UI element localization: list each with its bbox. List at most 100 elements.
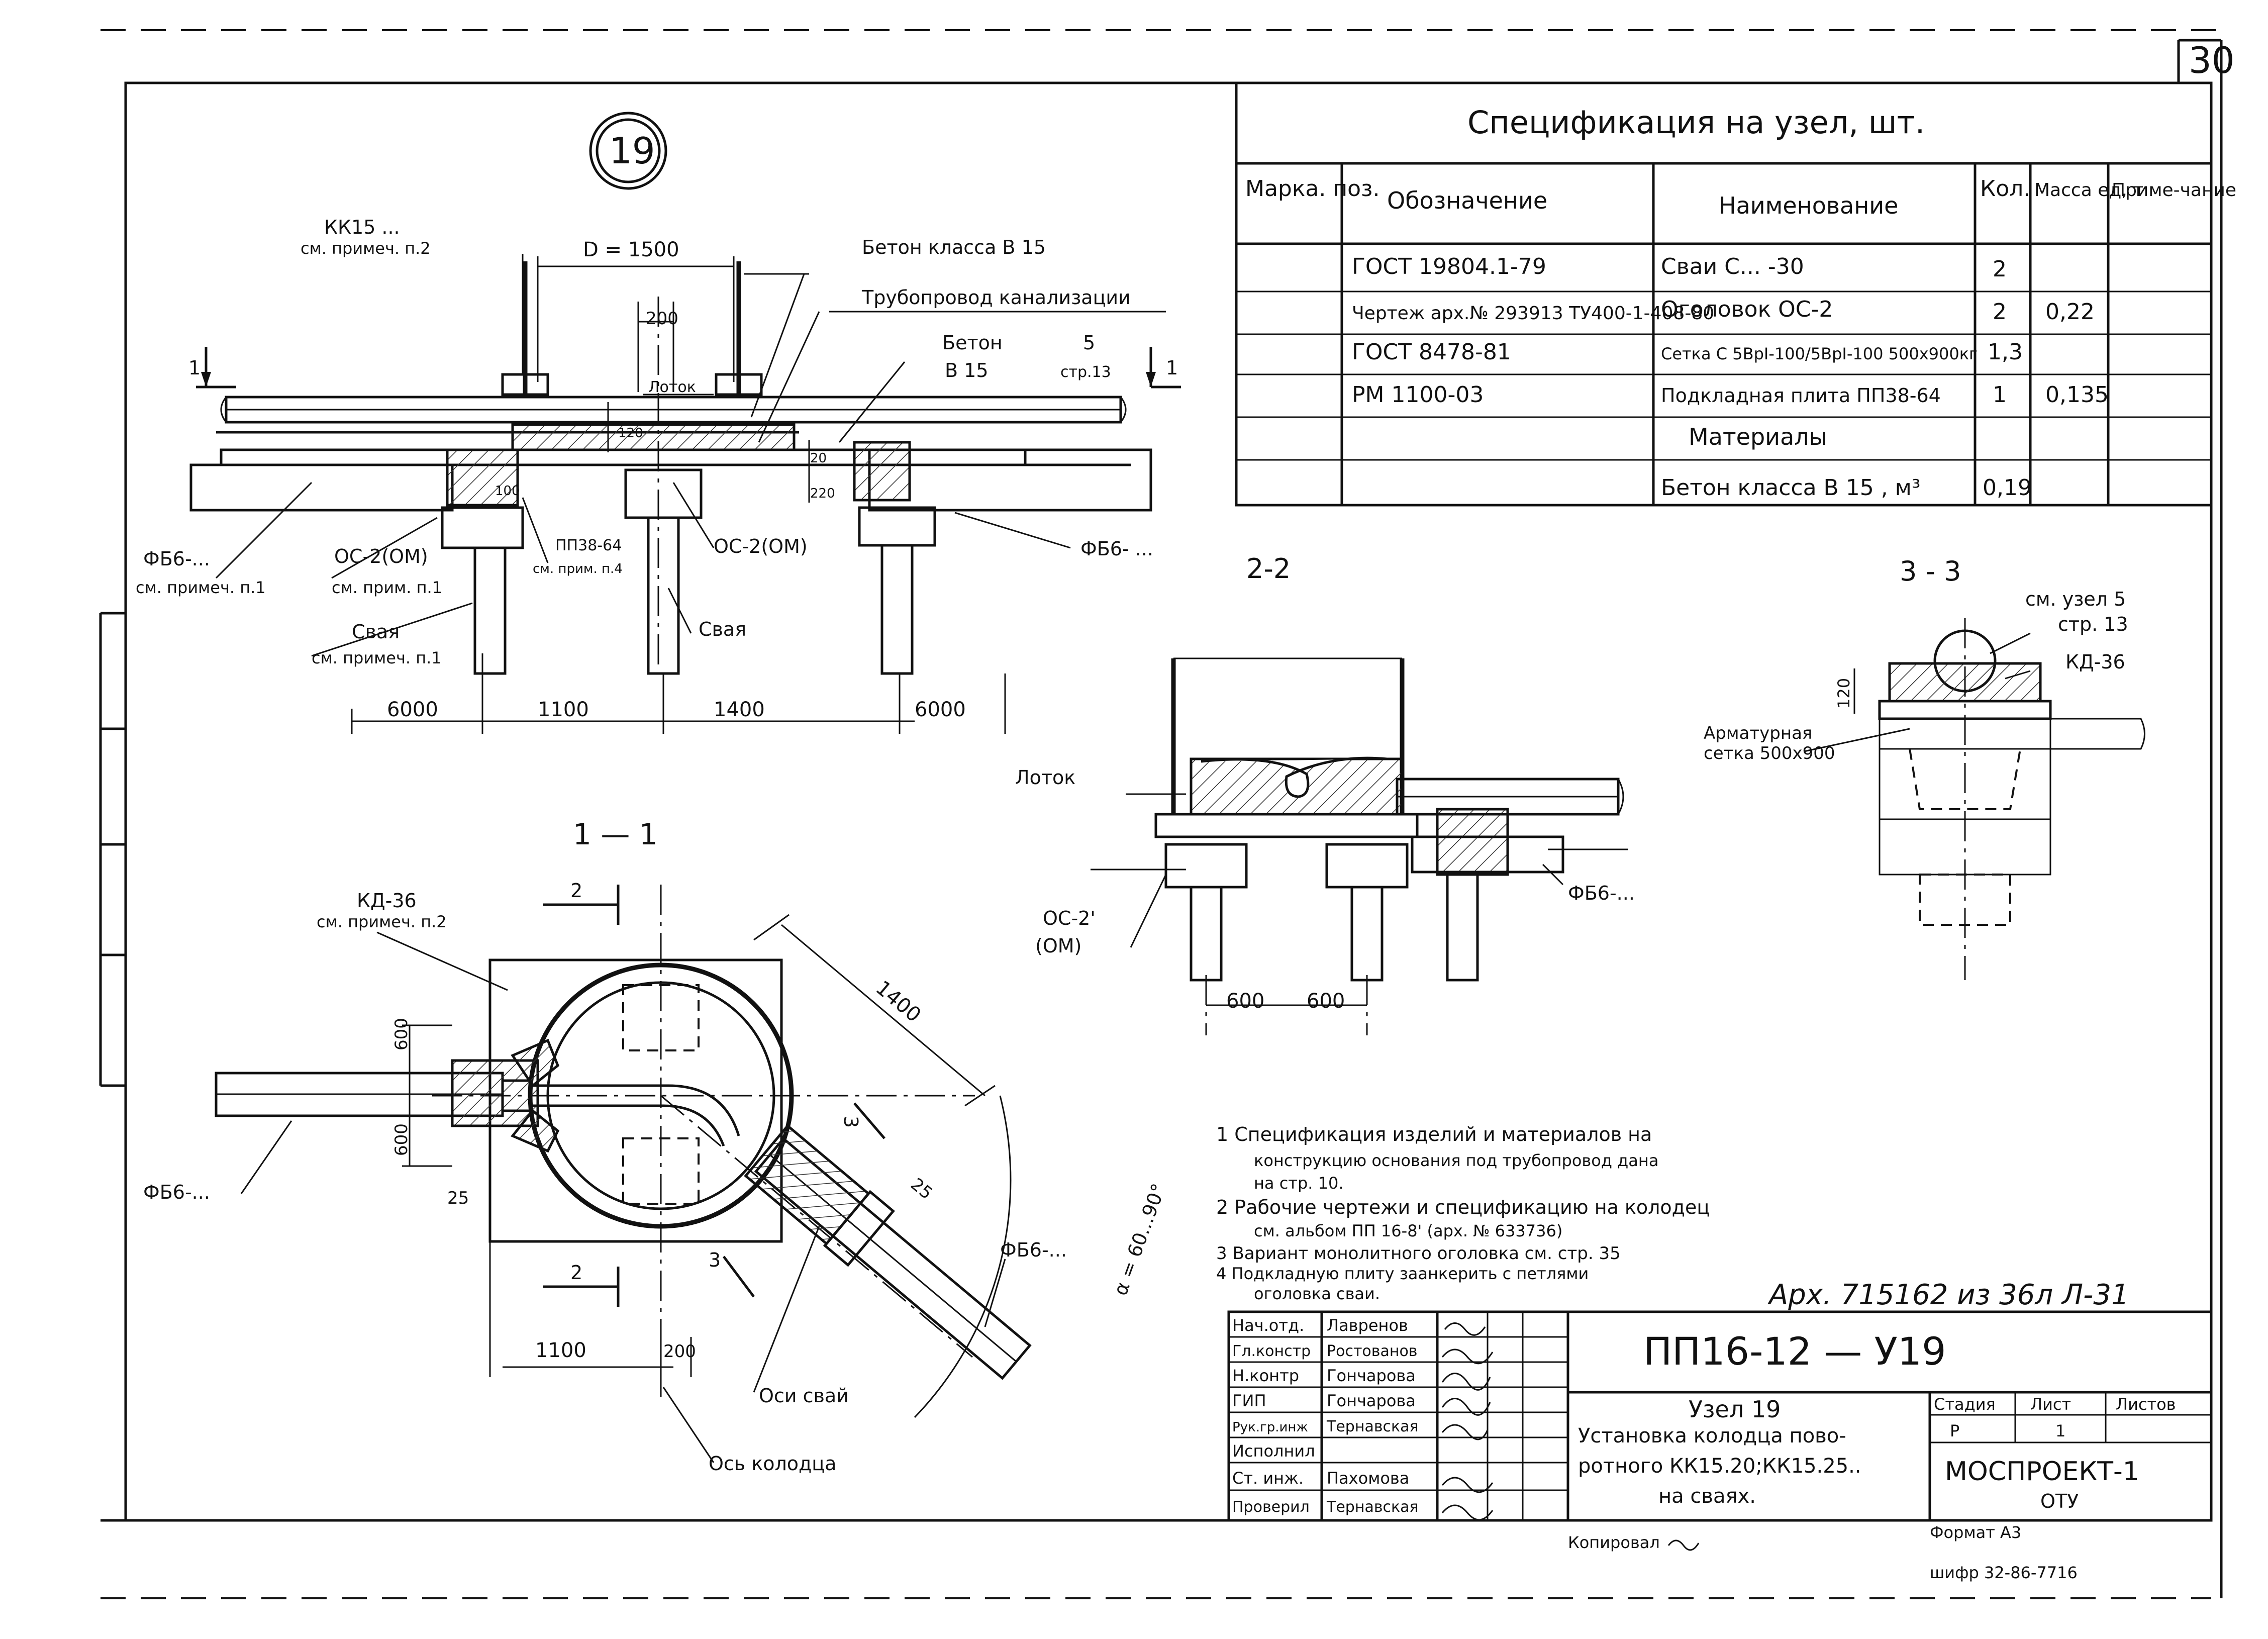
spec-row-4-qty: 1 (1993, 382, 2007, 408)
note-1-line-1: 1 Спецификация изделий и материалов на (1216, 1123, 1652, 1145)
dim-220: 220 (810, 486, 835, 501)
note-4-line-1: 4 Подкладную плиту заанкерить с петлями (1216, 1264, 1589, 1283)
signer-name-8: Тернавская (1326, 1498, 1419, 1516)
dim-1100-plan: 1100 (535, 1339, 586, 1362)
description-line-2: ротного КК15.20;КК15.25.. (1578, 1455, 1861, 1478)
spec-header-designation: Обозначение (1387, 187, 1547, 214)
label-well-axis: Ось колодца (709, 1453, 836, 1475)
label-ref5: 5 (1083, 332, 1095, 354)
signature-2 (1441, 1348, 1494, 1365)
dim-600-section-a: 600 (1226, 990, 1264, 1013)
spec-header-name: Наименование (1719, 192, 1898, 219)
note-4-line-2: оголовка сваи. (1254, 1284, 1380, 1303)
stage-label: Стадия (1934, 1395, 1996, 1414)
spec-row-3-qty: 1,3 (1988, 339, 2023, 365)
signature-3 (1441, 1373, 1491, 1391)
label-mesh-size: сетка 500х900 (1704, 743, 1835, 763)
label-pile-left: Свая (352, 621, 400, 643)
label-lotok-section: Лоток (1015, 766, 1075, 789)
binding-tabs (99, 612, 126, 1087)
note-1-line-3: на стр. 10. (1254, 1174, 1343, 1193)
dim-100: 100 (495, 484, 520, 499)
signer-role-2: Гл.констр (1232, 1342, 1311, 1360)
signer-name-5: Тернавская (1326, 1418, 1419, 1435)
dim-25-right: 25 (907, 1174, 936, 1203)
label-os2-prime: ОС-2' (1043, 907, 1096, 929)
signer-role-1: Нач.отд. (1232, 1316, 1304, 1335)
spec-row-2-qty: 2 (1993, 299, 2007, 325)
spec-row-2-designation: Чертеж арх.№ 293913 ТУ400-1-408-80 (1352, 303, 1714, 324)
signer-name-7: Пахомова (1327, 1469, 1409, 1488)
label-angle: α = 60...90° (1109, 1181, 1170, 1298)
dim-6000-left: 6000 (387, 698, 438, 721)
spec-header-mass: Масса ед, т (2034, 180, 2143, 201)
sheets-label: Листов (2116, 1395, 2176, 1414)
signer-role-5: Рук.гр.инж (1232, 1420, 1308, 1435)
label-kd36-section: КД-36 (2065, 651, 2125, 673)
spec-row-1-qty: 2 (1993, 256, 2007, 282)
spec-row-4-designation: РМ 1100-03 (1352, 382, 1484, 408)
note-2-line-2: см. альбом ПП 16-8' (арх. № 633736) (1254, 1221, 1562, 1240)
spec-header-note: Приме-чание (2112, 180, 2236, 201)
signer-name-2: Ростованов (1327, 1342, 1417, 1360)
note-3: 3 Вариант монолитного оголовка см. стр. … (1216, 1243, 1621, 1264)
signature-5 (1441, 1424, 1489, 1440)
label-om: (ОМ) (1035, 935, 1081, 957)
label-fb6-left-note: см. примеч. п.1 (136, 578, 266, 597)
spec-row-1-designation: ГОСТ 19804.1-79 (1352, 254, 1546, 279)
signer-role-6: Исполнил (1232, 1441, 1315, 1461)
section-2-2-title: 2-2 (1246, 553, 1291, 585)
spec-row-3-name: Сетка С 5ВрI-100/5ВрI-100 500х900кг (1661, 344, 1978, 363)
spec-row-3-designation: ГОСТ 8478-81 (1352, 339, 1511, 365)
section-3-3 (1804, 618, 2145, 980)
title-block-grid (1227, 1310, 2213, 1522)
signer-role-8: Проверил (1232, 1498, 1310, 1516)
section-marker-3-top: 3 (840, 1116, 862, 1128)
label-os2-mid: ОС-2(ОМ) (714, 535, 808, 557)
label-os2-om-left: ОС-2(ОМ) (334, 545, 428, 567)
dim-600-lower: 600 (391, 1123, 412, 1156)
label-kk15: КК15 ... (324, 216, 400, 238)
dim-1400-diag: 1400 (871, 976, 926, 1027)
signer-role-3: Н.контр (1232, 1366, 1299, 1385)
node-title: Узел 19 (1689, 1396, 1781, 1423)
label-fb6-section: ФБ6-... (1568, 882, 1635, 904)
node-number: 19 (609, 130, 655, 172)
label-pile-axes: Оси свай (759, 1385, 849, 1407)
spec-row-4-name: Подкладная плита ПП38-64 (1661, 384, 1941, 407)
dim-1400: 1400 (714, 698, 765, 721)
dim-200-plan: 200 (663, 1341, 696, 1362)
spec-material-name: Бетон класса В 15 , м³ (1661, 475, 1921, 501)
organization: МОСПРОЕКТ-1 (1945, 1457, 2139, 1487)
description-line-1: Установка колодца пово- (1578, 1424, 1846, 1448)
label-pp38: ПП38-64 (555, 537, 622, 554)
label-see-page: стр. 13 (2058, 613, 2128, 635)
spec-material-qty: 0,19 (1983, 475, 2032, 501)
spec-row-4-mass: 0,135 (2045, 382, 2109, 408)
section-marker-1-right: 1 (1166, 357, 1178, 379)
cipher-label: шифр 32-86-7716 (1930, 1563, 2078, 1582)
signature-8 (1441, 1504, 1494, 1521)
section-2-2 (1091, 657, 1628, 1035)
section-marker-1-left: 1 (188, 357, 201, 379)
label-kd36: КД-36 (357, 890, 417, 912)
spec-row-2-name: Оголовок ОС-2 (1661, 297, 1833, 322)
sheet-label: Лист (2030, 1395, 2071, 1414)
section-marker-3-bottom: 3 (709, 1249, 721, 1271)
sheet-value: 1 (2055, 1421, 2065, 1440)
signer-name-3: Гончарова (1327, 1366, 1416, 1385)
signature-4 (1441, 1398, 1491, 1416)
section-marker-2-bottom: 2 (570, 1262, 582, 1284)
dim-25-left: 25 (447, 1188, 469, 1208)
section-3-3-title: 3 - 3 (1900, 555, 1961, 587)
description-line-3: на сваях. (1658, 1485, 1756, 1508)
sheet-frame (99, 29, 2223, 1599)
spec-header-mark: Марка. поз. (1245, 176, 1379, 202)
spec-header-qty: Кол. (1980, 176, 2030, 202)
node-number-marker (589, 112, 667, 190)
section-1-1-title: 1 — 1 (573, 817, 658, 851)
label-see-node: см. узел 5 (2025, 588, 2126, 610)
label-fb6-left: ФБ6-... (143, 548, 210, 570)
signer-name-1: Лавренов (1327, 1316, 1408, 1335)
department: ОТУ (2040, 1490, 2079, 1512)
